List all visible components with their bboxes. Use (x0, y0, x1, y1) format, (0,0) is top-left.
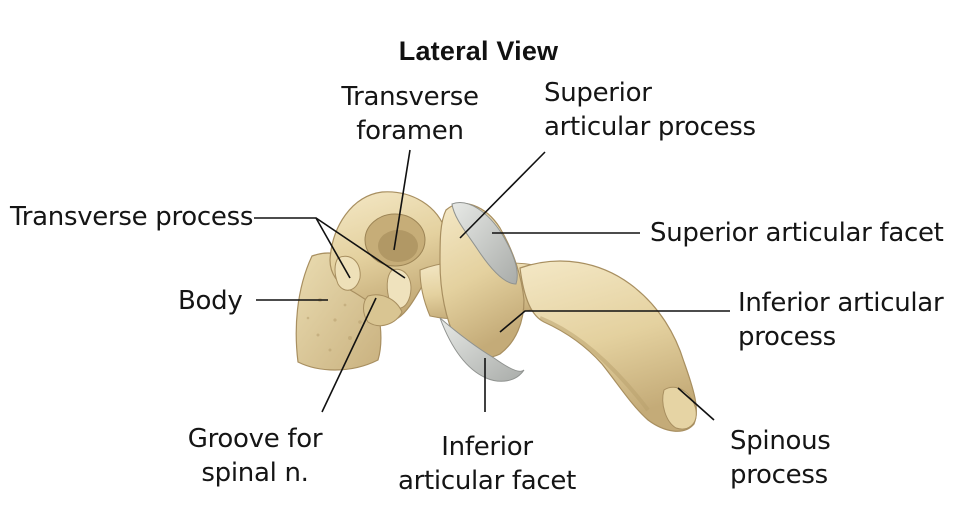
label-superior-articular-facet: Superior articular facet (650, 218, 944, 248)
label-inferior-articular-facet: Inferior articular facet (398, 432, 576, 496)
label-superior-articular-process: Superior articular process (544, 78, 756, 142)
leader-lines (254, 149, 730, 421)
leader-spinous-process (677, 387, 715, 421)
leader-superior-articular-process (459, 151, 546, 239)
leader-groove-for-spinal-n (321, 297, 377, 413)
label-transverse-process: Transverse process (10, 202, 254, 232)
body-texture (306, 298, 362, 352)
leader-transverse-foramen (393, 149, 411, 251)
label-inferior-articular-process: Inferior articular process (738, 288, 944, 352)
diagram-title: Lateral View (398, 36, 559, 66)
label-transverse-foramen: Transverse foramen (341, 82, 479, 146)
leader-transverse-process-branch (315, 217, 406, 279)
label-groove-for-spinal-n: Groove for spinal n. (187, 424, 323, 488)
label-body: Body (178, 286, 243, 316)
spinous-process-shape (519, 260, 697, 432)
superior-articular-facet-shape (451, 202, 518, 285)
label-spinous-process: Spinous process (730, 426, 831, 490)
inferior-articular-facet-shape (439, 317, 525, 382)
leader-inferior-articular-process (499, 310, 730, 333)
